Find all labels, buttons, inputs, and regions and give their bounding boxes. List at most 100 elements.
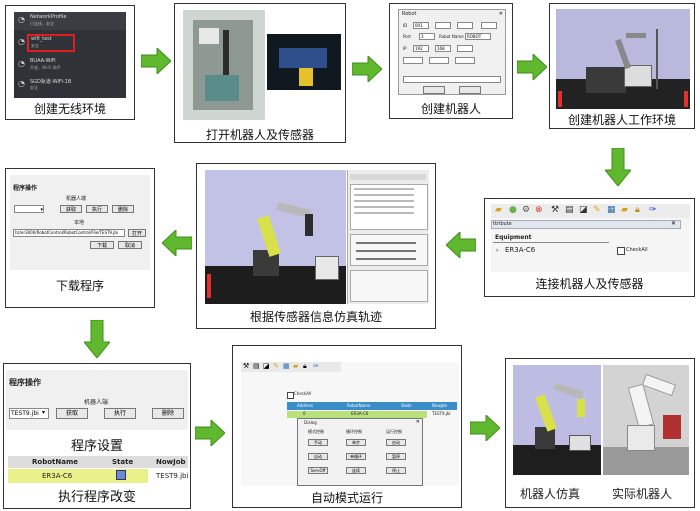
path-field[interactable] (403, 76, 501, 83)
step-connect-robot-sensor: ▰ ● ⚙ ⊗ ⚒ ▤ ◪ ✎ ▦ ▰ 🔒︎ ✑ ttribute ✕ Equi… (484, 198, 695, 297)
robot-name-field[interactable]: ROBOT (465, 33, 491, 40)
wifi-network-3[interactable]: BUAA-WiFi (30, 58, 56, 64)
ip-field-2[interactable]: 168 (435, 45, 451, 52)
delete-button[interactable]: 删除 (152, 408, 184, 419)
pencil-icon[interactable]: ✎ (593, 205, 601, 215)
pen-icon[interactable]: ✑ (649, 205, 657, 215)
wifi-network-4[interactable]: SGD轨道-WiFi-1B (30, 79, 72, 85)
wifi-network-2-highlight[interactable] (27, 34, 75, 52)
field-8[interactable] (455, 57, 475, 64)
grid-icon[interactable]: ▦ (607, 205, 616, 215)
step-program-settings: 程序操作 机器人端 TEST9.jbi ▾ 获取 执行 删除 程序设置 Robo… (3, 363, 191, 509)
chevron-down-icon[interactable]: ▾ (42, 409, 46, 416)
continuous-button[interactable]: 连续 (346, 467, 366, 474)
attribute-tab[interactable] (491, 220, 681, 229)
caption-create-robot: 创建机器人 (420, 102, 481, 116)
mode-dialog: Dialog ✕ 模式控制 循环控制 运行控制 手动 单步 启动 自动 单循环 … (297, 418, 423, 486)
get-button[interactable]: 获取 (56, 408, 88, 419)
ok-button[interactable] (423, 86, 445, 94)
stop-button[interactable]: 停止 (386, 467, 406, 474)
field-5[interactable] (457, 45, 473, 52)
android-icon[interactable]: ● (509, 205, 517, 215)
folder-icon[interactable]: ▰ (293, 362, 299, 370)
execute-button[interactable]: 执行 (104, 408, 136, 419)
slider[interactable] (356, 250, 416, 252)
field-2[interactable] (435, 22, 451, 29)
lock-icon[interactable]: 🔒︎ (303, 362, 307, 370)
tool-icon[interactable]: ⚒ (551, 205, 560, 215)
real-robot-photo (603, 365, 689, 475)
pencil-icon[interactable]: ✎ (273, 362, 279, 370)
caption-real-robot: 实际机器人 (612, 487, 673, 501)
program-select[interactable]: TEST9.jbi (9, 408, 49, 419)
job-table: RobotName State NowJob ER3A-C6 TEST9.jbi (8, 456, 188, 484)
robot-table: Address RobotName State NowJob 0 ER3A-C6… (287, 402, 457, 424)
wifi-signal-icon: ◔ (18, 37, 25, 46)
cancel-button[interactable]: 取消 (118, 241, 142, 249)
stop-icon[interactable]: ⊗ (535, 205, 543, 215)
grid-icon[interactable]: ▦ (283, 362, 290, 370)
state-icon (116, 470, 126, 480)
step-robot-workspace: 创建机器人工作环境 (549, 3, 695, 129)
folder2-icon[interactable]: ▰ (621, 205, 628, 215)
download-button[interactable]: 下载 (90, 241, 114, 249)
chart2-icon[interactable]: ◪ (263, 362, 270, 370)
tool-icon[interactable]: ⚒ (243, 362, 250, 370)
execute-button[interactable]: 执行 (86, 205, 108, 213)
workspace-3d-view (556, 9, 690, 109)
chart-icon[interactable]: ▤ (253, 362, 260, 370)
file-path-input[interactable]: hz/er3000/RobotControl/RobotControl/File… (13, 229, 125, 237)
servoff-button[interactable]: ServOff (308, 467, 328, 474)
pause-button[interactable]: 暂停 (386, 453, 406, 460)
checkall-checkbox[interactable] (287, 392, 294, 399)
sensor-photo (267, 34, 341, 90)
get-button[interactable]: 获取 (60, 205, 82, 213)
caption-create-wifi: 创建无线环境 (33, 102, 106, 116)
auto-mode-panel: ⚒ ▤ ◪ ✎ ▦ ▰ 🔒︎ ✑ CheckAll Address RobotN… (241, 362, 459, 486)
arrow-right-icon (141, 48, 171, 74)
step-simulate-trajectory: 根据传感器信息仿真轨迹 (196, 163, 436, 329)
field-7[interactable] (429, 57, 449, 64)
expand-chevron-icon[interactable]: › (496, 247, 499, 254)
close-icon[interactable]: ✕ (415, 419, 420, 425)
simulation-view (205, 170, 346, 304)
wifi-network-1[interactable]: NetworkProfile (30, 14, 67, 20)
auto-button[interactable]: 自动 (308, 453, 328, 460)
arrow-right-icon (352, 56, 382, 82)
id-field[interactable]: 001 (413, 22, 429, 29)
close-icon[interactable]: ✕ (671, 220, 677, 227)
table-row[interactable] (287, 411, 427, 418)
single-step-button[interactable]: 单步 (346, 439, 366, 446)
pen-icon[interactable]: ✑ (313, 362, 319, 370)
cancel-button[interactable] (459, 86, 481, 94)
robot-item[interactable]: ER3A-C6 (505, 246, 536, 254)
open-button[interactable]: 打开 (128, 229, 146, 237)
step-create-wifi: NetworkProfile 已连接，安全 wifi_test 安全 BUAA-… (5, 5, 135, 120)
dialog-close-icon[interactable]: ✕ (498, 11, 503, 17)
lock-icon[interactable]: 🔒︎ (635, 205, 640, 215)
caption-auto-mode: 自动模式运行 (310, 491, 383, 505)
start-button[interactable]: 启动 (386, 439, 406, 446)
slider[interactable] (356, 242, 416, 244)
checkall-checkbox[interactable] (617, 247, 625, 255)
gear-icon[interactable]: ⚙ (522, 205, 531, 215)
ip-field[interactable]: 192 (413, 45, 429, 52)
arrow-down-icon (84, 320, 110, 358)
field-6[interactable] (403, 57, 423, 64)
program-select[interactable]: ▾ (14, 205, 44, 213)
field-4[interactable] (481, 22, 497, 29)
manual-button[interactable]: 手动 (308, 439, 328, 446)
toolbar (241, 362, 341, 372)
table-row[interactable] (8, 469, 148, 483)
caption-open-robot-sensor: 打开机器人及传感器 (205, 128, 314, 142)
chart-icon[interactable]: ▤ (565, 205, 574, 215)
delete-button[interactable]: 删除 (112, 205, 134, 213)
field-3[interactable] (457, 22, 473, 29)
port-field[interactable]: 3 (419, 33, 435, 40)
wifi-signal-icon: ◔ (18, 79, 25, 88)
single-cycle-button[interactable]: 单循环 (346, 453, 366, 460)
step-sim-vs-real: 机器人仿真 实际机器人 (505, 358, 695, 508)
slider[interactable] (356, 258, 416, 260)
chart2-icon[interactable]: ◪ (579, 205, 588, 215)
folder-icon[interactable]: ▰ (495, 205, 502, 215)
